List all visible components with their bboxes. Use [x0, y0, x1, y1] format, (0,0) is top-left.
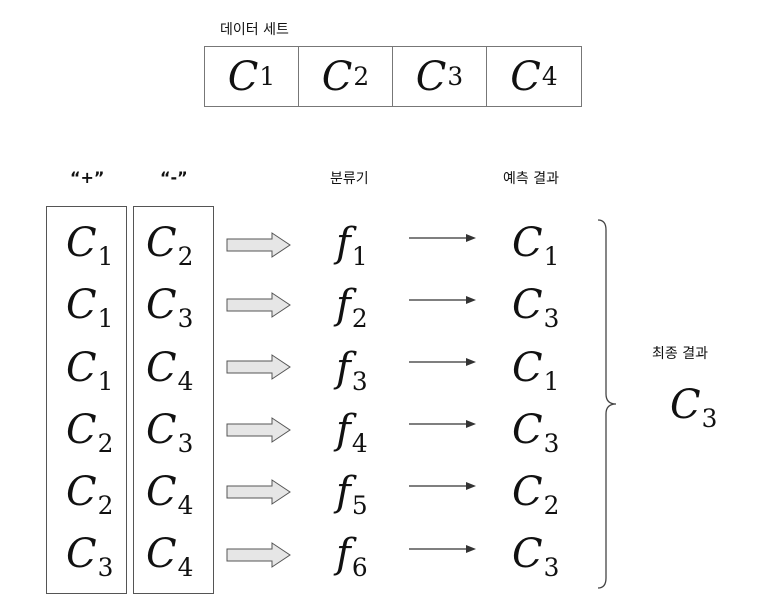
thin-arrow — [409, 296, 476, 304]
big-arrow — [226, 417, 291, 443]
classifier: f2 — [336, 282, 368, 333]
dataset-title: 데이터 세트 — [220, 22, 289, 38]
negative-class: C4 — [146, 531, 194, 582]
classifier-header: 분류기 — [330, 171, 369, 187]
positive-class: C2 — [66, 469, 114, 520]
prediction: C3 — [512, 407, 560, 458]
curly-brace — [597, 219, 617, 589]
positive-class: C2 — [66, 407, 114, 458]
big-arrow — [226, 232, 291, 258]
negative-column-box — [133, 206, 214, 594]
negative-class: C3 — [146, 407, 194, 458]
classifier: f4 — [336, 407, 368, 458]
big-arrow — [226, 354, 291, 380]
prediction: C3 — [512, 282, 560, 333]
negative-header: “-” — [160, 168, 188, 187]
prediction: C3 — [512, 531, 560, 582]
thin-arrow — [409, 234, 476, 242]
big-arrow — [226, 479, 291, 505]
final-result-header: 최종 결과 — [652, 346, 708, 362]
prediction: C2 — [512, 469, 560, 520]
positive-class: C1 — [66, 220, 114, 271]
prediction: C1 — [512, 220, 560, 271]
thin-arrow — [409, 420, 476, 428]
big-arrow — [226, 292, 291, 318]
prediction-header: 예측 결과 — [503, 171, 559, 187]
classifier: f5 — [336, 469, 368, 520]
classifier: f6 — [336, 531, 368, 582]
negative-class: C4 — [146, 345, 194, 396]
negative-class: C2 — [146, 220, 194, 271]
classifier: f3 — [336, 345, 368, 396]
prediction: C1 — [512, 345, 560, 396]
positive-header: “+” — [70, 168, 105, 187]
thin-arrow — [409, 358, 476, 366]
positive-column-box — [46, 206, 127, 594]
thin-arrow — [409, 545, 476, 553]
classifier: f1 — [336, 220, 368, 271]
final-result: C3 — [670, 382, 718, 433]
positive-class: C3 — [66, 531, 114, 582]
negative-class: C4 — [146, 469, 194, 520]
positive-class: C1 — [66, 282, 114, 333]
positive-class: C1 — [66, 345, 114, 396]
thin-arrow — [409, 482, 476, 490]
big-arrow — [226, 542, 291, 568]
negative-class: C3 — [146, 282, 194, 333]
